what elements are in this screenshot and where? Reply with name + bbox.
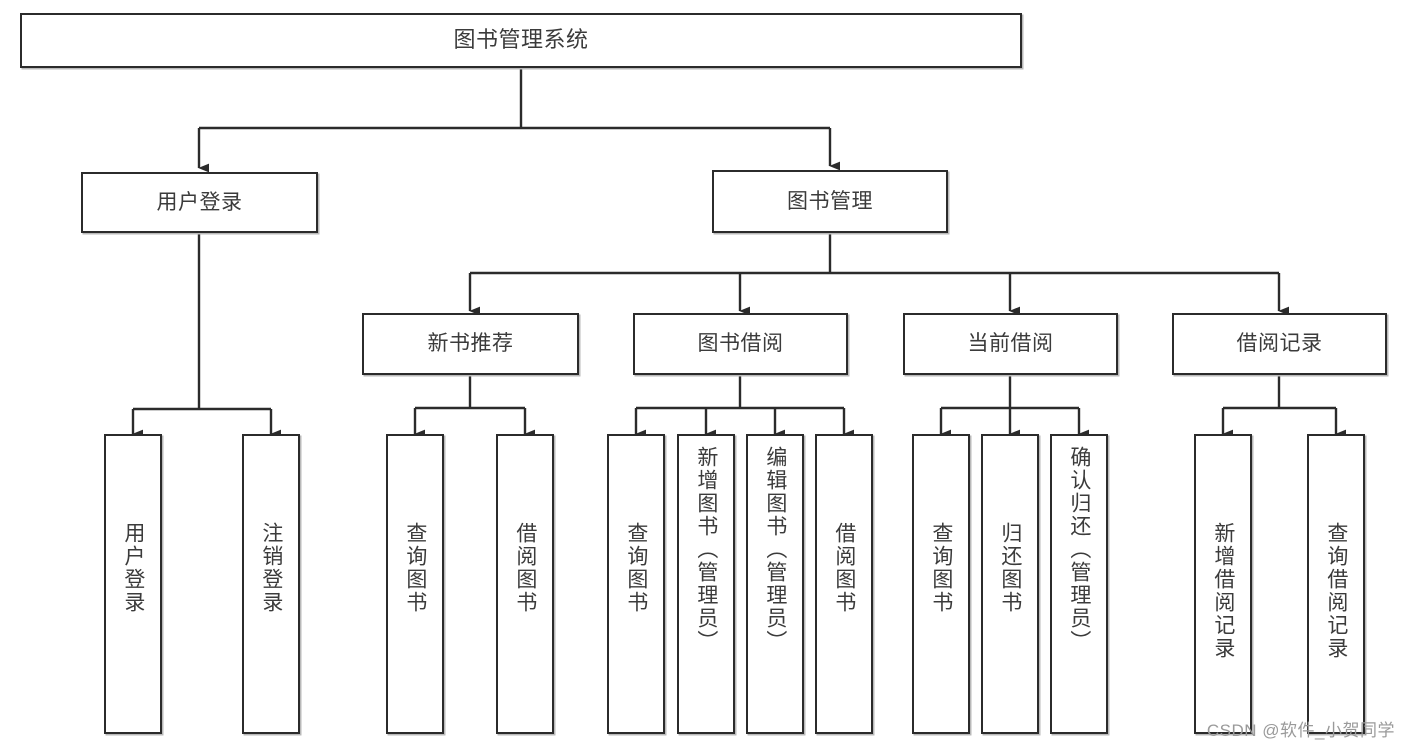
leaf-add-borrow-record[interactable]: 新增借阅记录 xyxy=(1194,434,1252,734)
node-label: 用户登录 xyxy=(121,522,145,614)
node-label: 借阅图书 xyxy=(513,522,537,614)
watermark-text: CSDN @软件_小贺同学 xyxy=(1206,721,1395,740)
node-book-management[interactable]: 图书管理 xyxy=(712,170,948,233)
node-label: 查询图书 xyxy=(624,522,648,614)
leaf-query-borrow-record[interactable]: 查询借阅记录 xyxy=(1307,434,1365,734)
node-label: 查询图书 xyxy=(929,522,953,614)
leaf-borrow-book-recommend[interactable]: 借阅图书 xyxy=(496,434,554,734)
node-label: 借阅图书 xyxy=(832,522,856,614)
node-label: 当前借阅 xyxy=(967,332,1054,356)
leaf-logout[interactable]: 注销登录 xyxy=(242,434,300,734)
leaf-query-book-current[interactable]: 查询图书 xyxy=(912,434,970,734)
node-label: 注销登录 xyxy=(259,522,283,614)
node-label: 新增图书（管理员） xyxy=(694,446,718,653)
leaf-query-book-borrow[interactable]: 查询图书 xyxy=(607,434,665,734)
node-current-borrow[interactable]: 当前借阅 xyxy=(903,313,1118,375)
node-user-login[interactable]: 用户登录 xyxy=(81,172,318,233)
leaf-add-book-admin[interactable]: 新增图书（管理员） xyxy=(677,434,735,734)
node-label: 归还图书 xyxy=(998,522,1022,614)
node-label: 新增借阅记录 xyxy=(1211,522,1235,660)
node-label: 图书管理 xyxy=(787,189,873,213)
node-label: 查询图书 xyxy=(403,522,427,614)
node-book-borrow[interactable]: 图书借阅 xyxy=(633,313,848,375)
node-label: 新书推荐 xyxy=(427,332,514,356)
leaf-user-login[interactable]: 用户登录 xyxy=(104,434,162,734)
leaf-query-book-recommend[interactable]: 查询图书 xyxy=(386,434,444,734)
node-label: 用户登录 xyxy=(156,190,243,214)
leaf-borrow-book[interactable]: 借阅图书 xyxy=(815,434,873,734)
node-new-book-recommend[interactable]: 新书推荐 xyxy=(362,313,579,375)
node-borrow-record[interactable]: 借阅记录 xyxy=(1172,313,1387,375)
node-label: 图书借阅 xyxy=(697,332,784,356)
node-label: 查询借阅记录 xyxy=(1324,522,1348,660)
node-label: 编辑图书（管理员） xyxy=(763,446,787,653)
leaf-confirm-return-admin[interactable]: 确认归还（管理员） xyxy=(1050,434,1108,734)
node-label: 确认归还（管理员） xyxy=(1067,446,1091,653)
leaf-edit-book-admin[interactable]: 编辑图书（管理员） xyxy=(746,434,804,734)
node-label: 图书管理系统 xyxy=(453,27,589,53)
leaf-return-book[interactable]: 归还图书 xyxy=(981,434,1039,734)
node-label: 借阅记录 xyxy=(1236,332,1323,356)
node-root-system[interactable]: 图书管理系统 xyxy=(20,13,1022,68)
